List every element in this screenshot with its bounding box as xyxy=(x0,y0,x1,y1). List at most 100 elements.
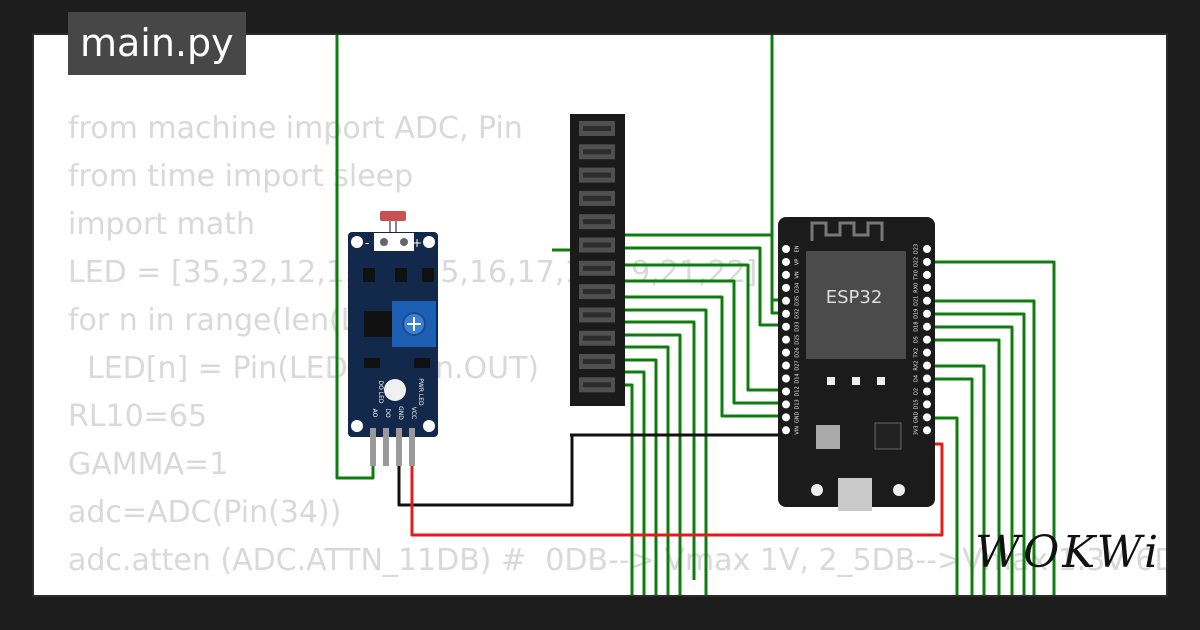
wire[interactable] xyxy=(927,260,1056,595)
code-line: from machine import ADC, Pin xyxy=(68,111,523,146)
code-line: adc=ADC(Pin(34)) xyxy=(68,495,342,530)
esp-pin-hole[interactable] xyxy=(782,348,790,357)
code-line: import math xyxy=(68,207,255,242)
wire[interactable] xyxy=(927,325,1014,595)
esp-pin-holes xyxy=(782,245,931,435)
esp-pin-hole[interactable] xyxy=(923,374,931,383)
esp-pin-label: VIN xyxy=(795,426,801,435)
wire[interactable] xyxy=(620,358,658,595)
esp-pin-hole[interactable] xyxy=(923,270,931,279)
esp-pin-hole[interactable] xyxy=(923,309,931,318)
esp-pin-hole[interactable] xyxy=(782,361,790,370)
wire[interactable] xyxy=(620,295,786,418)
wire[interactable] xyxy=(927,364,986,595)
wires-layer xyxy=(335,35,1056,595)
esp-pin-label: VP xyxy=(795,259,801,265)
chip-label: ESP32 xyxy=(826,287,883,308)
sensor-pin-label: VCC xyxy=(410,407,417,419)
antenna-trace xyxy=(810,221,884,241)
esp-pin-hole[interactable] xyxy=(923,322,931,331)
esp-pin-hole[interactable] xyxy=(923,296,931,305)
esp-pin-hole[interactable] xyxy=(782,309,790,318)
esp-pin-label: D4 xyxy=(914,375,920,382)
wire[interactable] xyxy=(927,312,1026,595)
esp-module xyxy=(806,251,906,359)
wire[interactable] xyxy=(927,338,1001,595)
code-line: RL10=65 xyxy=(68,399,208,434)
boot-button xyxy=(811,484,823,496)
esp-pin-hole[interactable] xyxy=(923,400,931,409)
esp-pin-hole[interactable] xyxy=(782,283,790,292)
wire[interactable] xyxy=(927,416,959,595)
wire[interactable] xyxy=(620,263,786,392)
esp-pin-label: D35 xyxy=(795,296,801,306)
wire[interactable] xyxy=(927,299,1036,595)
wire[interactable] xyxy=(335,35,375,480)
esp-pin-hole[interactable] xyxy=(923,387,931,396)
esp-pin-hole[interactable] xyxy=(782,426,790,435)
file-tab-main-py[interactable]: main.py xyxy=(68,12,246,75)
pwr-led xyxy=(414,358,430,368)
wire[interactable] xyxy=(410,442,944,537)
code-line: GAMMA=1 xyxy=(68,447,229,482)
led-bar-segments xyxy=(579,121,615,393)
esp-pin-hole[interactable] xyxy=(782,245,790,253)
led-bar-graph[interactable] xyxy=(570,114,625,406)
wire[interactable] xyxy=(620,370,646,595)
wire[interactable] xyxy=(620,246,786,327)
esp-pin-label: D26 xyxy=(795,347,801,357)
esp-pin-hole[interactable] xyxy=(782,374,790,383)
esp-pin-hole[interactable] xyxy=(923,348,931,357)
wire[interactable] xyxy=(397,435,574,507)
esp-pin-label: GND xyxy=(914,411,920,423)
esp-pin-hole[interactable] xyxy=(923,426,931,435)
esp-pin-hole[interactable] xyxy=(782,270,790,279)
esp-pin-hole[interactable] xyxy=(782,335,790,344)
esp-pin-hole[interactable] xyxy=(923,245,931,253)
ldr-head xyxy=(380,211,406,221)
wire[interactable] xyxy=(620,308,708,595)
wire[interactable] xyxy=(620,345,670,595)
esp-pin-label: RX2 xyxy=(914,361,920,371)
mount-hole xyxy=(423,236,435,248)
led-indicator xyxy=(384,379,406,401)
esp32-devkit[interactable]: ESP32 ENVPVND34D35D32D33D25D26D27D14D12D… xyxy=(778,217,935,511)
esp-pin-hole[interactable] xyxy=(782,257,790,266)
esp-pin-hole[interactable] xyxy=(782,400,790,409)
esp-pin-hole[interactable] xyxy=(782,322,790,331)
mount-hole xyxy=(351,420,363,432)
wire[interactable] xyxy=(620,279,786,405)
esp-pin-hole[interactable] xyxy=(923,283,931,292)
code-line: adc.width(12) xyxy=(68,585,1166,595)
esp-pin-label: D23 xyxy=(914,244,920,254)
ldr-pad xyxy=(400,238,408,246)
esp-pin-label: D32 xyxy=(795,309,801,319)
wire[interactable] xyxy=(620,333,682,595)
mount-hole xyxy=(351,236,363,248)
esp-pin-label: RX0 xyxy=(914,283,920,293)
sensor-pin[interactable] xyxy=(370,428,376,466)
esp-pin-hole[interactable] xyxy=(782,296,790,305)
esp-pin-hole[interactable] xyxy=(923,361,931,370)
wire[interactable] xyxy=(927,377,974,595)
esp-pin-label: 3V3 xyxy=(914,425,920,435)
sensor-pin[interactable] xyxy=(409,428,415,466)
sensor-pin[interactable] xyxy=(396,428,402,466)
esp-pin-hole[interactable] xyxy=(782,387,790,396)
usb-uart-chip xyxy=(874,422,902,450)
esp-pin-hole[interactable] xyxy=(782,413,790,422)
wire[interactable] xyxy=(620,320,696,580)
esp-pin-label: TX2 xyxy=(914,348,920,359)
sensor-pin[interactable] xyxy=(383,428,389,466)
esp-pin-hole[interactable] xyxy=(923,413,931,422)
smd-component xyxy=(395,268,407,282)
wire[interactable] xyxy=(620,383,634,595)
esp-pin-hole[interactable] xyxy=(923,335,931,344)
esp-pin-hole[interactable] xyxy=(923,257,931,266)
